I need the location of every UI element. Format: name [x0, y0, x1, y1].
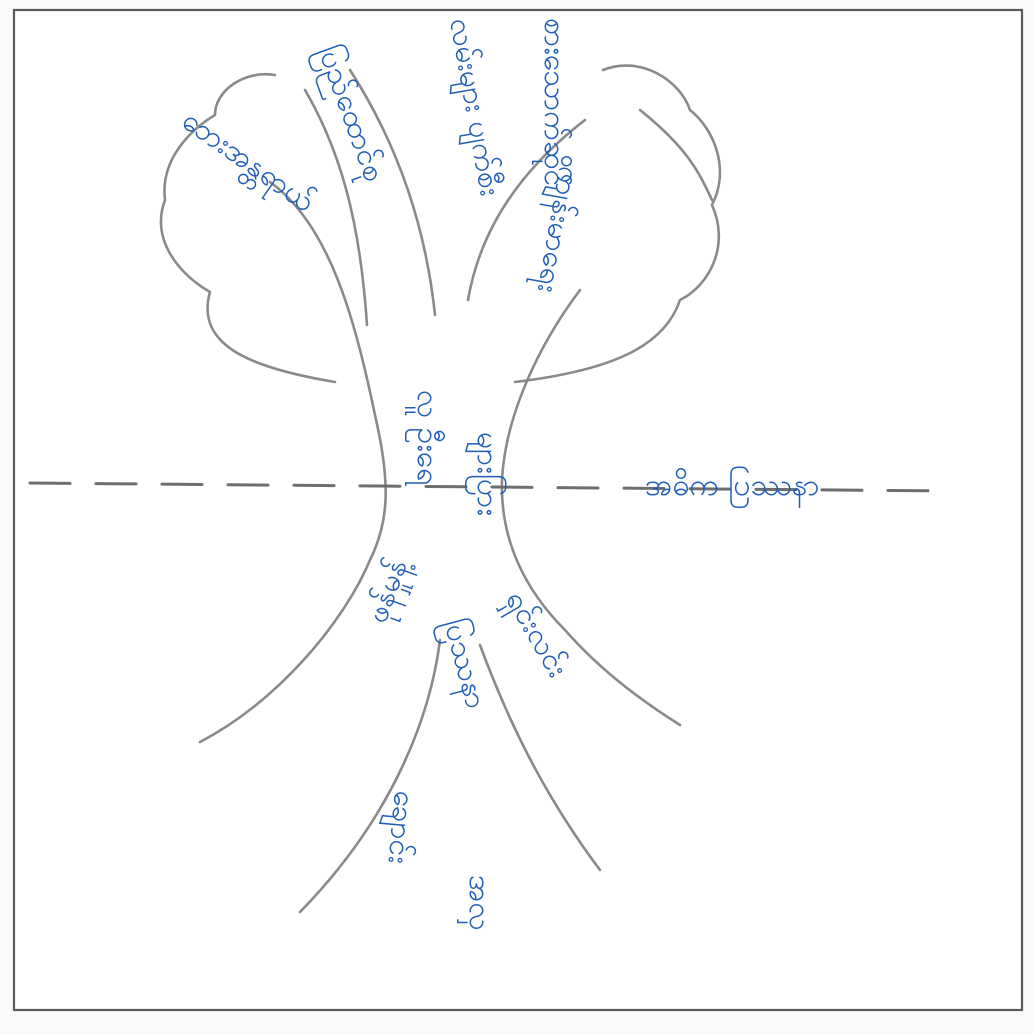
tree-canopy-outline [159, 64, 722, 384]
branch-line-2 [348, 68, 437, 317]
branch-line-4 [638, 108, 714, 202]
label-root-4: အလှ [456, 875, 497, 931]
label-trunk-b: များပြား [464, 432, 507, 516]
tree-trunk-right [500, 288, 682, 727]
label-branch-1: စားသောက်ဆိုင် [531, 18, 572, 186]
label-trunk-a: လူ ဦးရေ [404, 390, 445, 487]
root-line-1 [298, 638, 442, 914]
label-main-problem: အဓိက ပြဿနာ [645, 466, 820, 509]
branch-line-1 [303, 88, 369, 327]
tree-trunk-left [198, 180, 387, 744]
branch-line-3 [466, 118, 587, 302]
root-line-2 [478, 643, 602, 872]
problem-dashed-line [28, 481, 952, 493]
frame-border [12, 8, 1024, 1012]
